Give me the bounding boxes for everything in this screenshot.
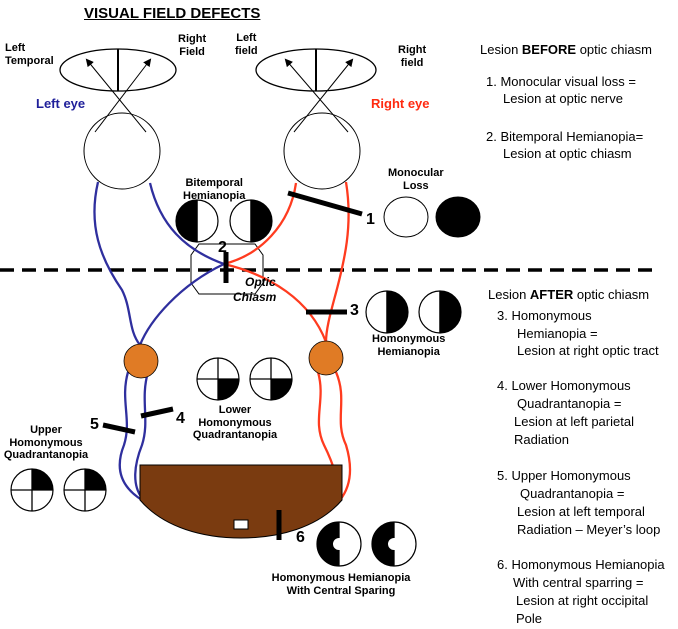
upper-quadrantanopia-fields: [10, 468, 107, 512]
lesion-4-bar: [140, 406, 174, 419]
lesion-5-number: 5: [90, 416, 99, 433]
after-heading: Lesion AFTER optic chiasm: [488, 287, 650, 302]
before-item-2: 2. Bitemporal Hemianopia=Lesion at optic…: [486, 129, 644, 161]
after-item-4: 4. Lower Homonymous Quadrantanopia = Les…: [497, 378, 634, 447]
homonymous-fields: [365, 290, 462, 334]
after-item-3: 3. Homonymous Hemianopia = Lesion at rig…: [497, 308, 659, 358]
monocular-loss-right-field: [435, 196, 481, 238]
lesion-2-number: 2: [218, 239, 227, 256]
right-eye-ray-a: [284, 58, 349, 133]
lesion-1-bar: [287, 190, 363, 217]
left-eye-label: Left eye: [36, 96, 86, 111]
lesion-markers: [102, 190, 363, 540]
left-eye-ray-a: [85, 58, 147, 133]
lesion-4-number: 4: [176, 410, 185, 427]
lower-quadrantanopia-fields: [196, 357, 293, 401]
occipital-cortex: [139, 464, 343, 539]
lesion-3-number: 3: [350, 302, 359, 319]
right-lgn: [308, 340, 344, 376]
lesion-6-number: 6: [296, 529, 305, 546]
lesion-1-number: 1: [366, 211, 375, 228]
right-eye-ray-b: [293, 58, 354, 133]
central-notch: [233, 519, 249, 530]
central-sparing-fields: [316, 521, 417, 567]
after-item-6: 6. Homonymous Hemianopia With central sp…: [497, 557, 665, 626]
right-eyeball: [283, 112, 361, 190]
after-item-5: 5. Upper Homonymous Quadrantanopia = Les…: [497, 468, 661, 537]
before-item-1: 1. Monocular visual loss =Lesion at opti…: [486, 74, 636, 106]
monocular-loss-left-field: [383, 196, 429, 238]
left-eye-ray-b: [94, 58, 152, 133]
left-eyeball: [83, 112, 161, 190]
left-lgn: [123, 343, 159, 379]
before-heading: Lesion BEFORE optic chiasm: [480, 42, 652, 57]
bitemporal-fields: [175, 199, 273, 243]
diagram-title: VISUAL FIELD DEFECTS: [84, 5, 261, 22]
left-visual-pathway: [93, 181, 225, 501]
lesion-5-bar: [102, 422, 136, 435]
right-eye-label: Right eye: [371, 96, 430, 111]
